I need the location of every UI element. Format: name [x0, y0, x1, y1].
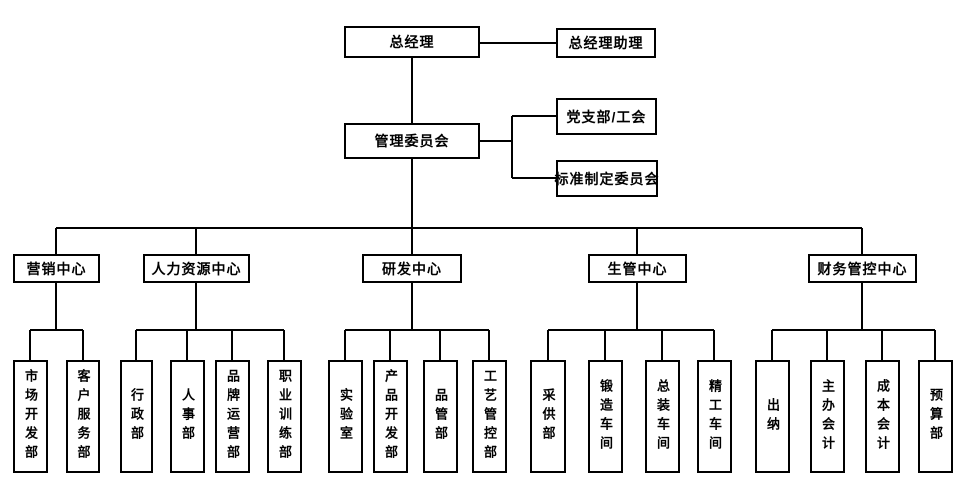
node-cashier: 出纳: [755, 360, 790, 473]
node-market-development-dept: 市场开发部: [13, 360, 48, 473]
node-product-development-dept: 产品开发部: [373, 360, 408, 473]
node-standards-committee: 标准制定委员会: [555, 160, 659, 197]
node-precision-workshop: 精工车间: [697, 360, 732, 473]
node-marketing-center: 营销中心: [13, 254, 100, 283]
node-chief-accountant: 主办会计: [810, 360, 845, 473]
node-general-manager: 总经理: [344, 26, 480, 58]
node-laboratory: 实验室: [328, 360, 363, 473]
node-vocational-training-dept: 职业训练部: [267, 360, 302, 473]
node-procurement-supply-dept: 采供部: [530, 360, 566, 473]
node-management-committee: 管理委员会: [344, 123, 480, 159]
node-rnd-center: 研发中心: [362, 254, 462, 283]
node-finance-center: 财务管控中心: [808, 254, 917, 283]
node-administration-dept: 行政部: [120, 360, 153, 473]
node-personnel-dept: 人事部: [170, 360, 205, 473]
node-budget-dept: 预算部: [918, 360, 953, 473]
node-cost-accountant: 成本会计: [865, 360, 900, 473]
node-assembly-workshop: 总装车间: [645, 360, 680, 473]
node-party-branch-union: 党支部/工会: [556, 98, 657, 135]
node-hr-center: 人力资源中心: [143, 254, 250, 283]
node-process-control-dept: 工艺管控部: [472, 360, 507, 473]
node-brand-operations-dept: 品牌运营部: [215, 360, 250, 473]
node-production-center: 生管中心: [588, 254, 687, 283]
node-forging-workshop: 锻造车间: [588, 360, 623, 473]
node-customer-service-dept: 客户服务部: [66, 360, 100, 473]
node-gm-assistant: 总经理助理: [556, 28, 656, 58]
node-quality-control-dept: 品管部: [423, 360, 458, 473]
